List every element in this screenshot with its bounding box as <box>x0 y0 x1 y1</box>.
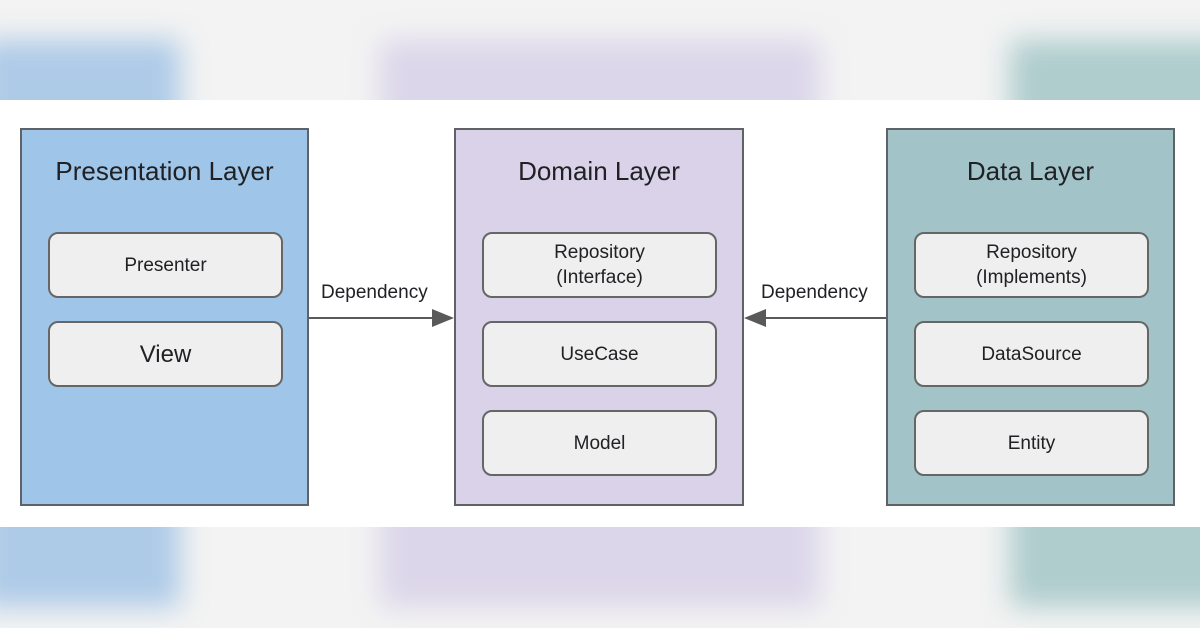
domain-layer-title: Domain Layer <box>518 156 680 186</box>
usecase-box: UseCase <box>482 321 717 387</box>
model-box: Model <box>482 410 717 476</box>
arrowhead-data-to-domain <box>744 309 766 327</box>
entity-box: Entity <box>914 410 1149 476</box>
data-layer: Data Layer Repository(Implements) DataSo… <box>886 128 1175 506</box>
arrowhead-presentation-to-domain <box>432 309 454 327</box>
view-box: View <box>48 321 283 387</box>
dependency-arrows <box>309 309 886 327</box>
domain-layer: Domain Layer Repository(Interface) UseCa… <box>454 128 744 506</box>
data-layer-title: Data Layer <box>966 156 1095 186</box>
blurred-presentation-shape <box>0 40 180 100</box>
presenter-box: Presenter <box>48 232 283 298</box>
presentation-layer-title: Presentation Layer <box>55 156 274 186</box>
blurred-backdrop-bottom <box>0 527 1200 628</box>
repository-implements-box: Repository(Implements) <box>914 232 1149 298</box>
blurred-data-shape <box>1010 40 1200 100</box>
blurred-backdrop-top <box>0 0 1200 100</box>
presentation-layer: Presentation Layer Presenter View <box>20 128 309 506</box>
dependency-label-right: Dependency <box>761 282 868 303</box>
architecture-diagram: Dependency Dependency Presentation Layer… <box>0 100 1200 527</box>
blurred-data-shape <box>1010 527 1200 607</box>
datasource-box: DataSource <box>914 321 1149 387</box>
blurred-presentation-shape <box>0 527 180 607</box>
blurred-domain-shape <box>380 40 820 100</box>
dependency-label-left: Dependency <box>321 282 428 303</box>
repository-interface-box: Repository(Interface) <box>482 232 717 298</box>
blurred-domain-shape <box>380 527 820 607</box>
